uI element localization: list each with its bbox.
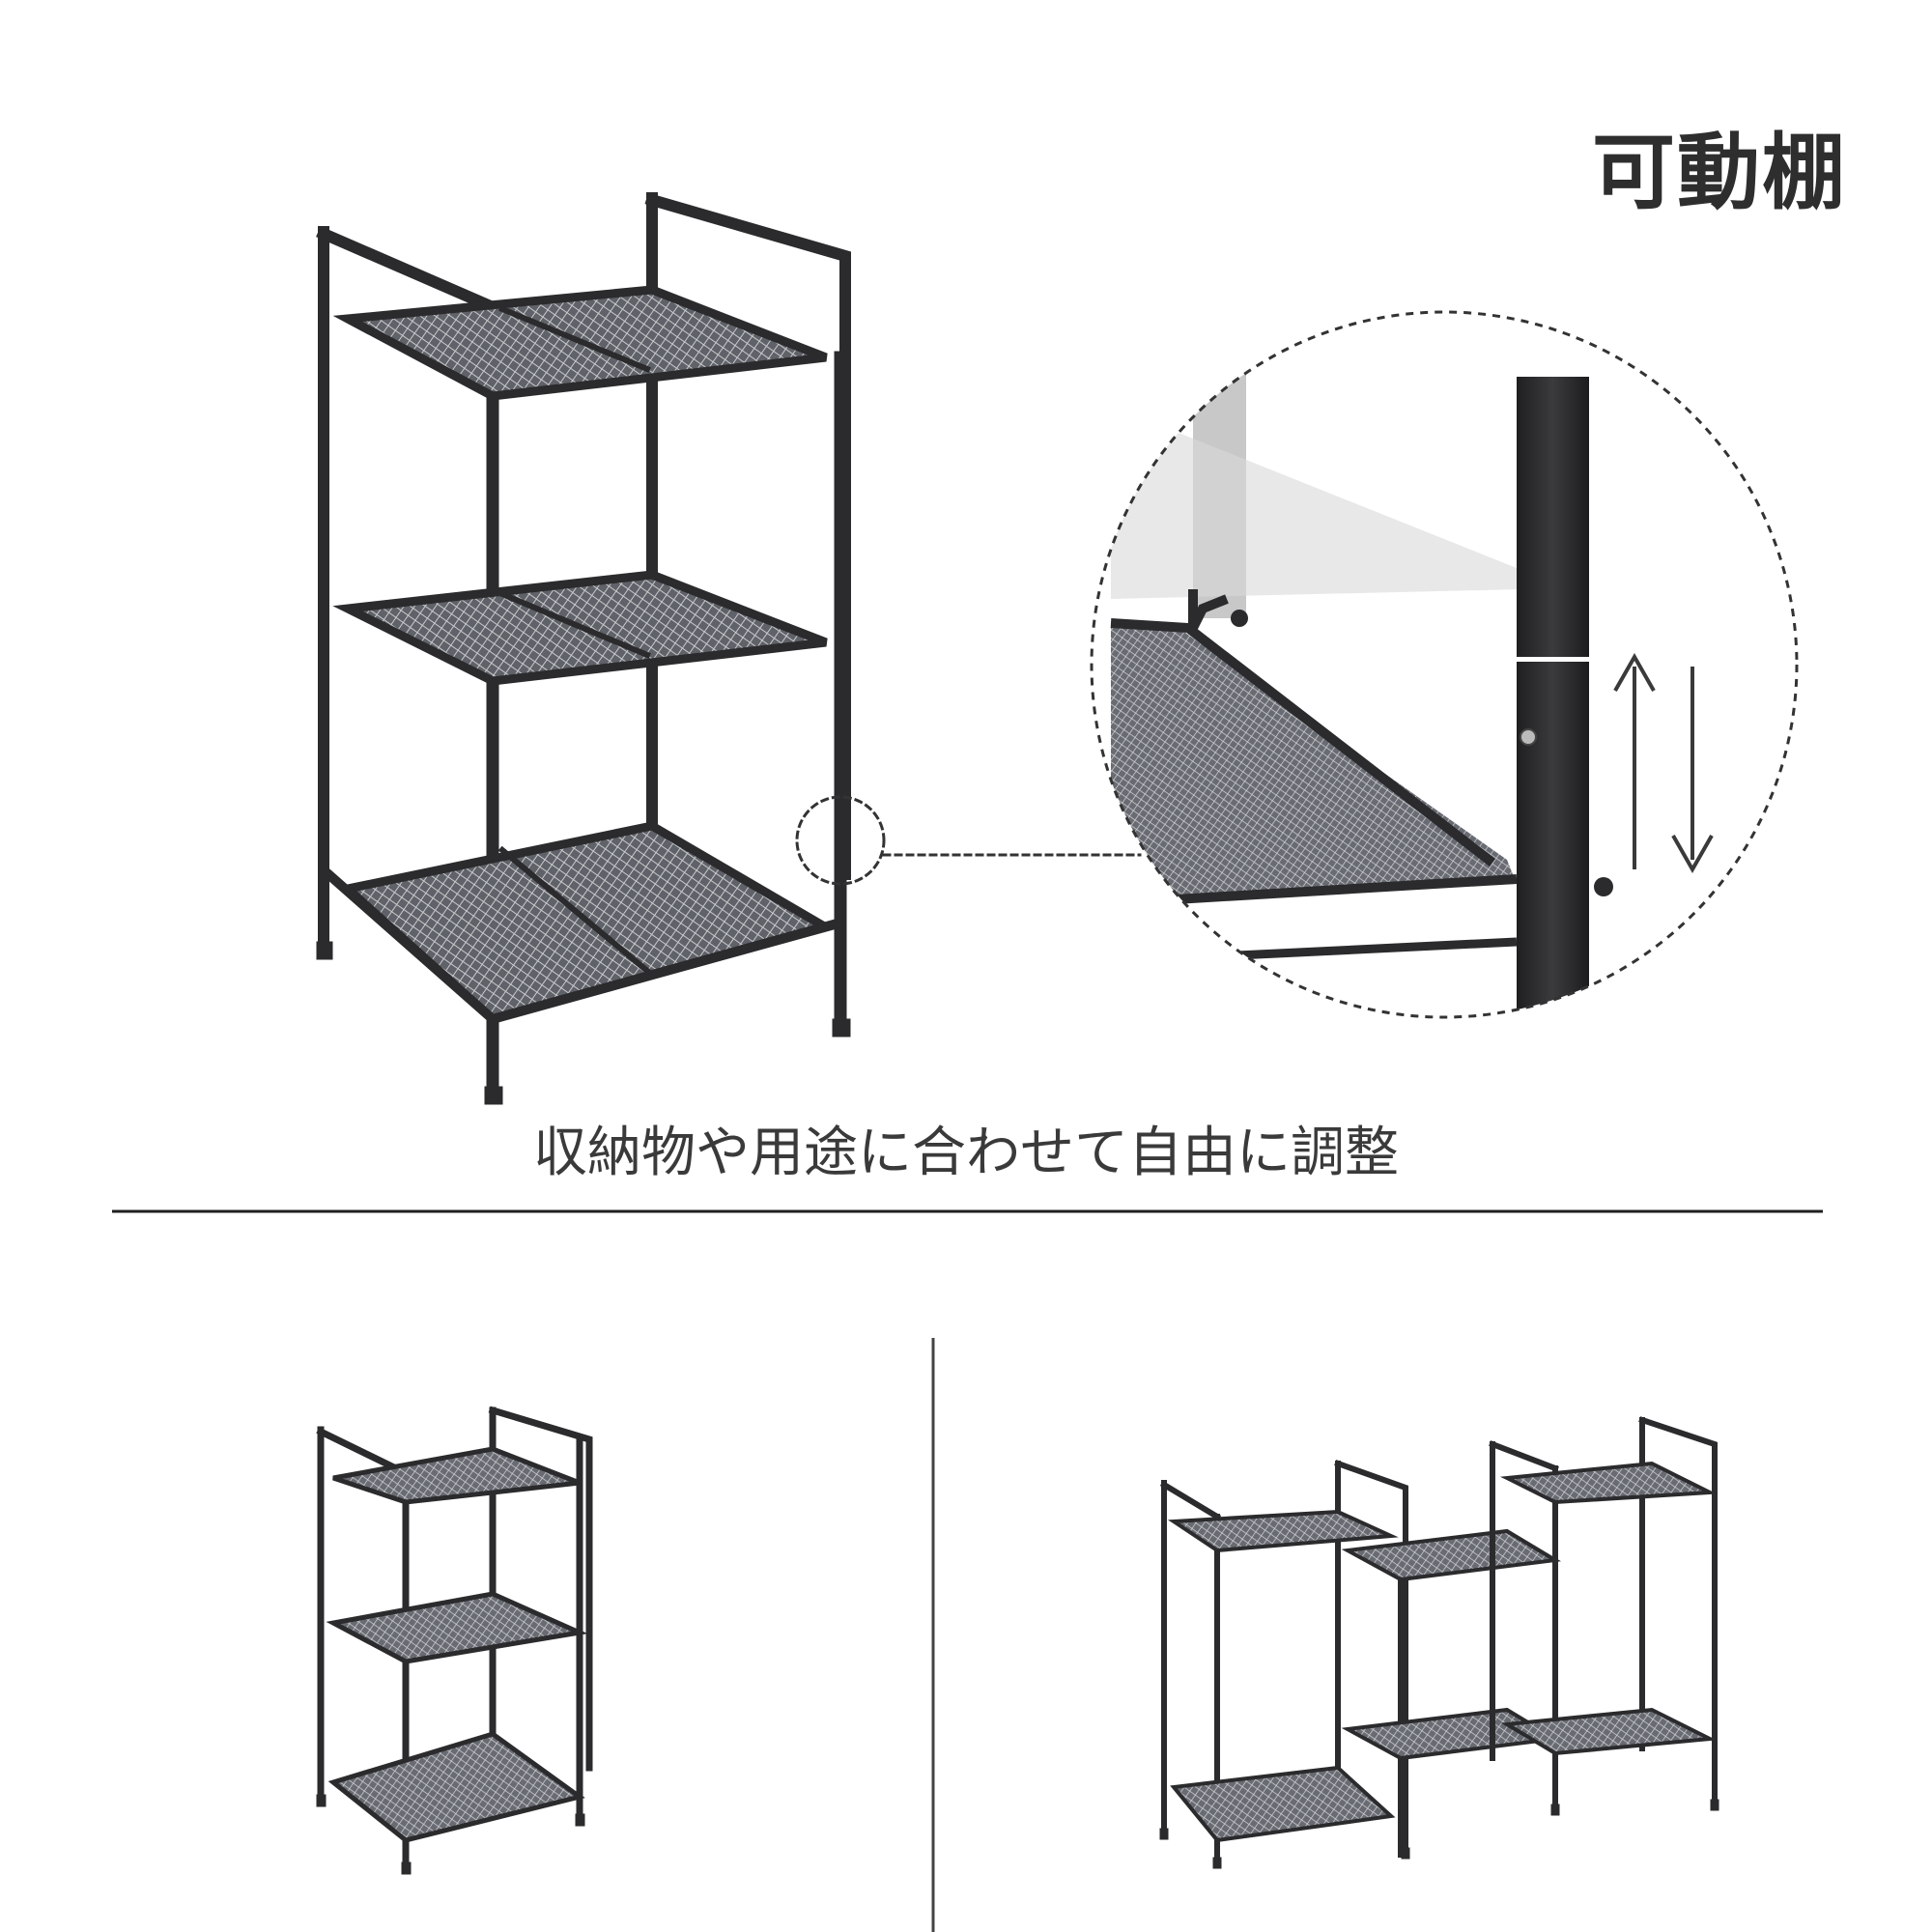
three-tier-shelf-main (316, 192, 1142, 1105)
combined-shelf-units (1159, 1416, 1719, 1869)
page-title: 可動棚 (1592, 125, 1847, 221)
adjustable-shelf-detail (1090, 310, 1799, 1019)
feature-caption: 収納物や用途に合わせて自由に調整 (533, 1122, 1399, 1184)
three-tier-shelf-small (316, 1406, 593, 1875)
